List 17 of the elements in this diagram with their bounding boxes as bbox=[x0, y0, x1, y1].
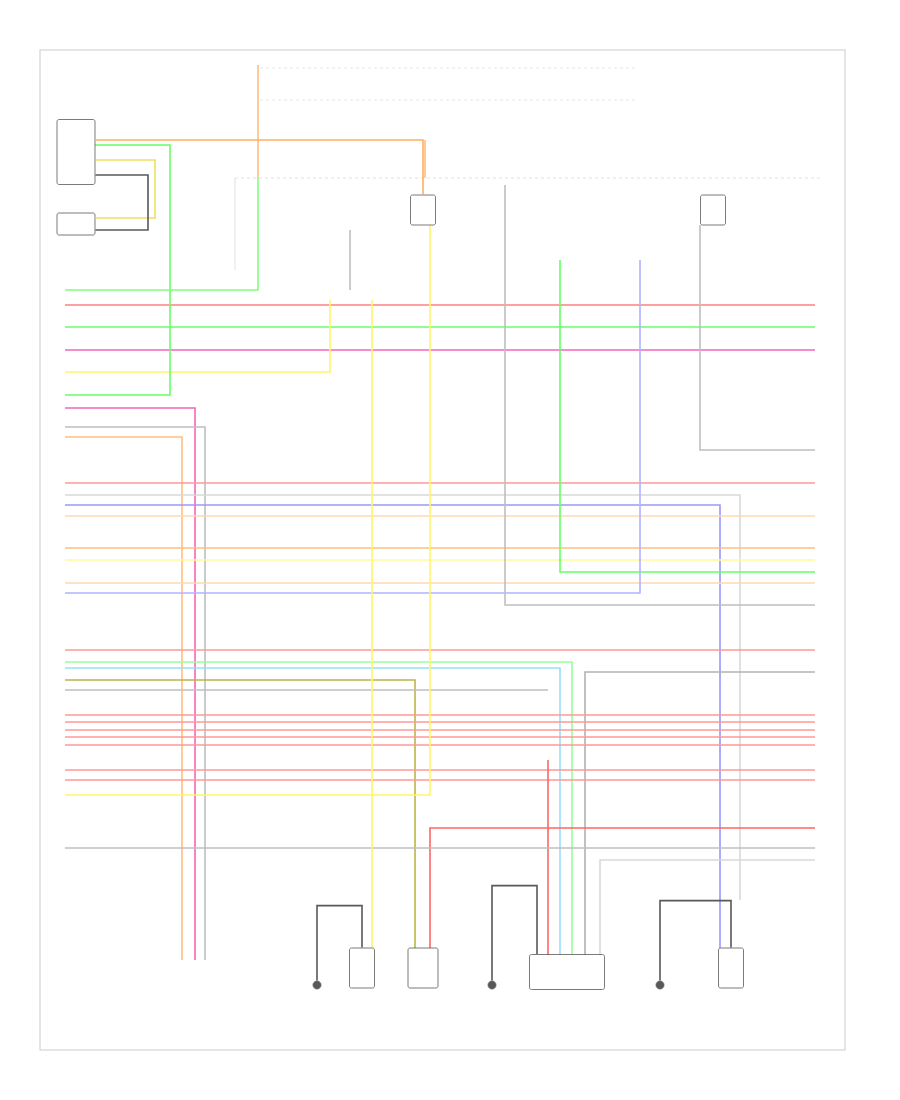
wire bbox=[316, 904, 363, 982]
component-box bbox=[407, 947, 439, 989]
wire bbox=[94, 174, 149, 231]
ground-terminal bbox=[655, 980, 665, 990]
wire bbox=[659, 899, 732, 982]
ground-terminal bbox=[312, 980, 322, 990]
wire bbox=[491, 884, 538, 982]
component-box bbox=[349, 947, 375, 989]
ground-terminal bbox=[487, 980, 497, 990]
component-box bbox=[410, 194, 436, 226]
component-box bbox=[56, 119, 96, 185]
component-box bbox=[56, 212, 96, 236]
wire bbox=[94, 139, 424, 196]
wire bbox=[94, 159, 156, 219]
component-box bbox=[529, 954, 605, 990]
component-box bbox=[700, 194, 726, 226]
component-box bbox=[718, 947, 744, 989]
